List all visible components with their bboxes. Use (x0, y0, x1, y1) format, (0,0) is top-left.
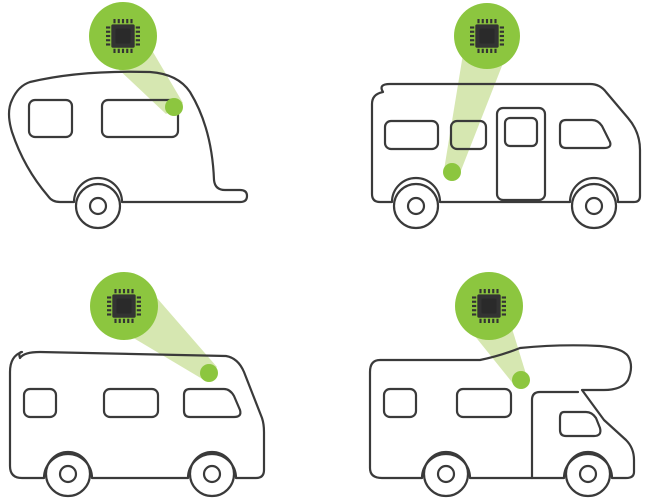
alcove-window-2 (457, 389, 511, 417)
trailer-window-left (29, 100, 72, 137)
motorhome-window-1 (24, 389, 56, 417)
campervan-window-1 (385, 121, 438, 149)
motorhome-wheel-rear (46, 452, 90, 496)
motorhome-windshield (184, 389, 240, 417)
alcove-motorhome (370, 272, 634, 496)
trailer-wheel (76, 184, 120, 228)
campervan-wheel-front (572, 184, 616, 228)
motorhome-wheel-front (190, 452, 234, 496)
alcove-windshield (560, 412, 600, 436)
campervan-windshield (560, 120, 610, 148)
tracker-dot (200, 364, 218, 382)
campervan (372, 3, 640, 228)
motorhome-window-2 (104, 389, 158, 417)
alcove-wheel-front (566, 452, 610, 496)
tracker-dot (443, 163, 461, 181)
travel-trailer (9, 2, 247, 228)
alcove-wheel-rear (424, 452, 468, 496)
motorhome-body (10, 352, 264, 478)
tracker-dot (512, 371, 530, 389)
motorhome (10, 272, 264, 496)
tracker-dot (165, 98, 183, 116)
campervan-wheel-rear (394, 184, 438, 228)
alcove-window-1 (384, 389, 416, 417)
campervan-door-window (505, 118, 537, 146)
